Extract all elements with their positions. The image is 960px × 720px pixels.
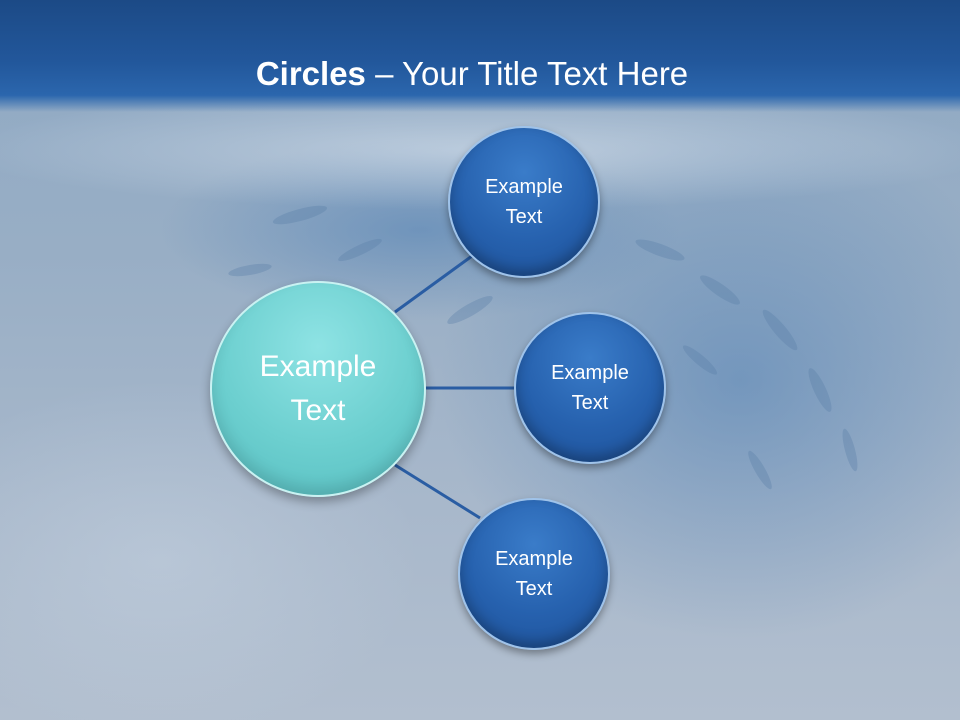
slide-title-bold: Circles (255, 55, 366, 92)
circle-bottom-label: Example Text (495, 548, 573, 600)
circle-bottom: Example Text (458, 498, 610, 650)
center-circle-label: Example Text (259, 350, 377, 427)
slide-title-rest: – Your Title Text Here (365, 55, 689, 92)
circle-top-label: Example Text (485, 176, 563, 228)
circle-top: Example Text (448, 126, 600, 278)
title-bar (0, 0, 960, 112)
circle-middle-label: Example Text (551, 362, 629, 414)
slide-title: Circles – Your Title Text Here (0, 52, 944, 96)
center-circle: Example Text (210, 281, 426, 497)
circle-middle: Example Text (514, 312, 666, 464)
connector-line-top (394, 254, 473, 314)
connector-line-bottom (394, 463, 481, 520)
